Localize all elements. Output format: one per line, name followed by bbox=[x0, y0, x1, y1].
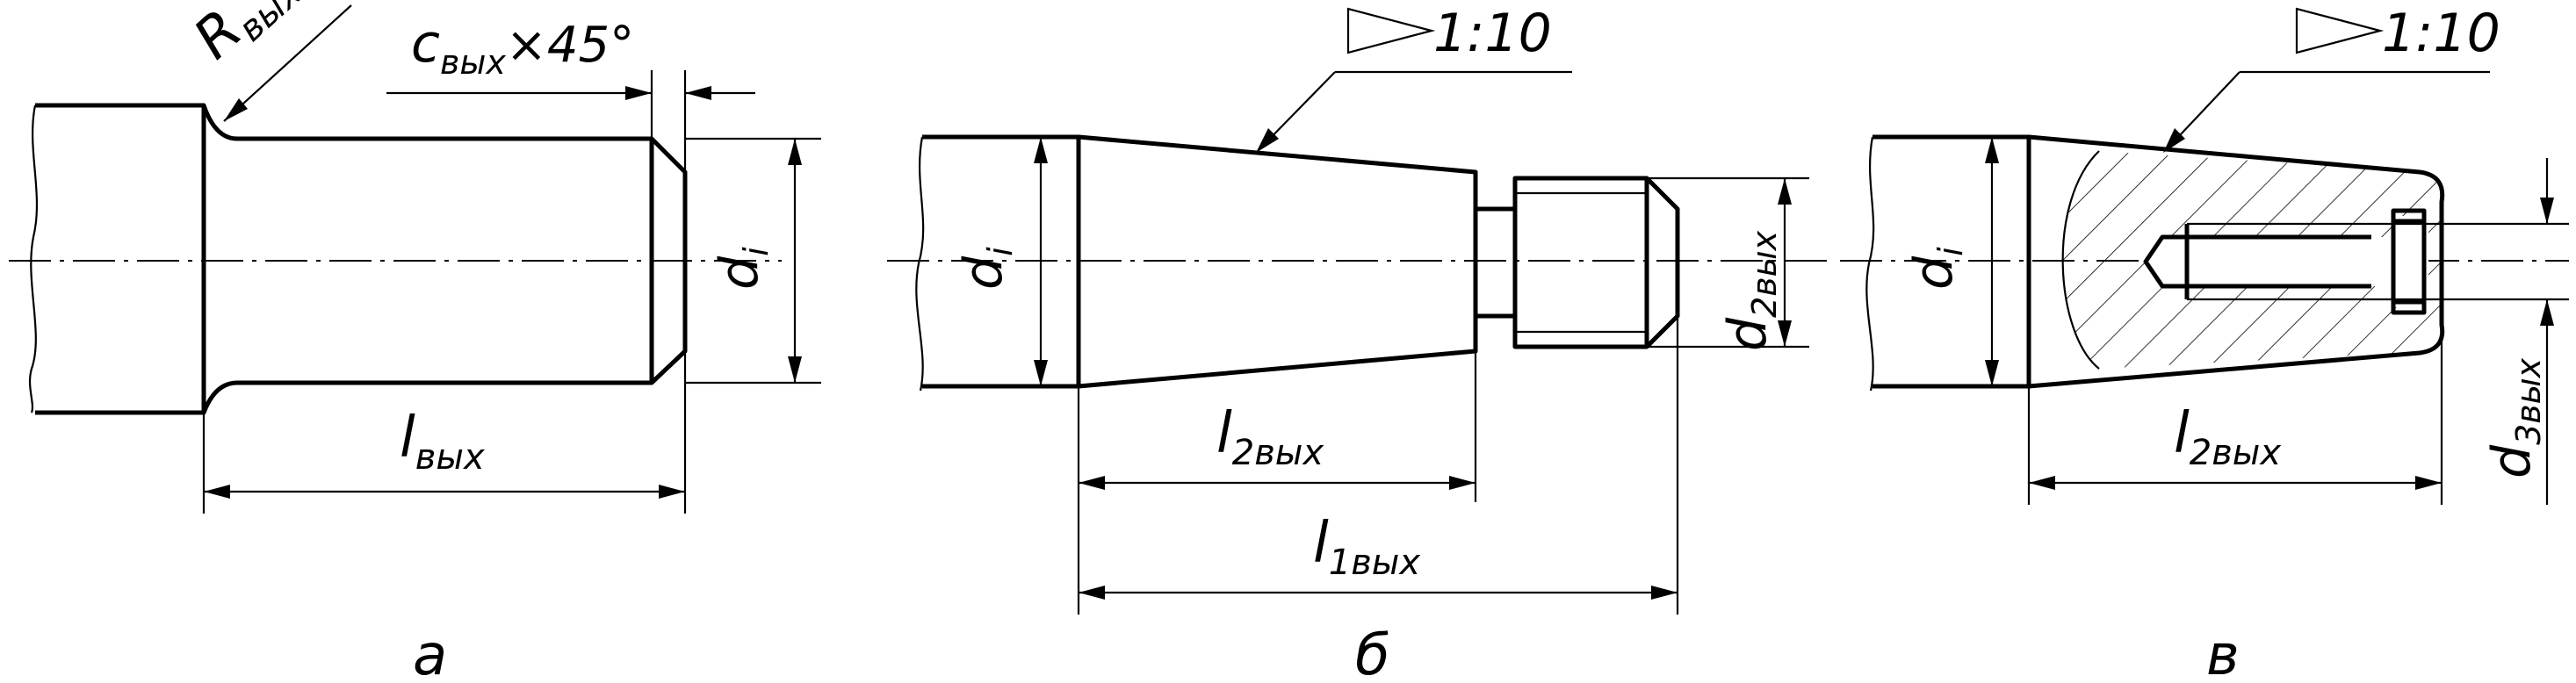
view-c-hole-arrow-bottom bbox=[2540, 299, 2554, 326]
view-a-length-arrow-right bbox=[659, 485, 685, 499]
view-c-caption: в bbox=[2206, 623, 2240, 683]
view-b-conical-shaft-end-threaded: 1:10 di d2вых l2вых bbox=[887, 3, 1831, 683]
view-b-total-length-arrow-right bbox=[1651, 586, 1678, 600]
view-c-break-line bbox=[1865, 136, 1875, 392]
view-b-cone-outline bbox=[1078, 134, 1478, 389]
view-b-taper-label: 1:10 bbox=[1433, 3, 1552, 64]
view-a-radius-label: Rвых bbox=[182, 0, 309, 75]
view-c-taper-symbol bbox=[2295, 7, 2385, 54]
view-a-chamfer-arrow-right bbox=[685, 86, 711, 100]
view-b-base-outline bbox=[922, 134, 1081, 389]
view-a-diameter-arrow-top bbox=[788, 139, 802, 165]
view-b-diameter-arrow-bottom bbox=[1034, 360, 1048, 386]
view-a-length-arrow-left bbox=[204, 485, 230, 499]
view-b-total-length-label: l1вых bbox=[1313, 511, 1420, 583]
view-b-total-length-arrow-left bbox=[1079, 586, 1105, 600]
view-a-shaft-outline bbox=[201, 104, 688, 413]
view-c-counterbore-outline bbox=[2391, 208, 2427, 315]
view-a-caption: а bbox=[413, 623, 447, 683]
view-a-length-label: lвых bbox=[400, 406, 485, 478]
view-c-hole-arrow-top bbox=[2540, 198, 2554, 224]
view-c-diameter-arrow-bottom bbox=[1985, 360, 1999, 386]
view-b-diameter-label: di bbox=[953, 247, 1020, 290]
view-b-neck-outline bbox=[1476, 206, 1518, 319]
view-c-conical-shaft-end-tapped: 1:10 di d3вых l2вых в bbox=[1840, 3, 2569, 683]
view-c-diameter-label: di bbox=[1903, 247, 1970, 290]
view-c-section-boundary bbox=[2061, 150, 2100, 370]
view-b-break-line bbox=[915, 136, 925, 392]
view-c-cone-length-arrow-left bbox=[2029, 476, 2055, 490]
view-c-taper-label: 1:10 bbox=[2382, 3, 2500, 64]
view-a-radius-leader bbox=[223, 4, 352, 122]
view-c-cone-length-label: l2вых bbox=[2174, 401, 2281, 473]
view-a-chamfer-label: cвых×45° bbox=[411, 13, 634, 82]
view-a-shoulder-outline bbox=[35, 103, 206, 415]
view-b-thread-outline bbox=[1512, 176, 1680, 349]
view-a-break-line bbox=[28, 104, 39, 413]
view-b-taper-symbol bbox=[1346, 7, 1436, 54]
view-b-cone-length-label: l2вых bbox=[1216, 401, 1324, 473]
view-b-cone-length-arrow-left bbox=[1079, 476, 1105, 490]
view-b-caption: б bbox=[1355, 623, 1389, 683]
view-b-thread-diameter-label: d2вых bbox=[1717, 230, 1784, 351]
view-c-hole-diameter-label: d3вых bbox=[2481, 357, 2548, 478]
view-a-chamfer-arrow-left bbox=[625, 86, 652, 100]
view-b-thread-arrow-bottom bbox=[1778, 320, 1792, 347]
view-b-cone-length-arrow-right bbox=[1449, 476, 1476, 490]
view-b-thread-arrow-top bbox=[1778, 178, 1792, 205]
view-c-base-outline bbox=[1872, 134, 2031, 389]
view-c-cone-length-arrow-right bbox=[2415, 476, 2442, 490]
view-b-taper-arrow bbox=[1256, 128, 1279, 153]
view-a-cylindrical-shaft-end: Rвых cвых×45° di lвых а bbox=[9, 0, 821, 683]
view-c-hole-outline bbox=[2143, 234, 2371, 289]
view-c-cone-outline bbox=[2028, 134, 2445, 389]
view-a-radius-arrow bbox=[224, 98, 248, 121]
view-a-diameter-label: di bbox=[709, 247, 776, 290]
view-b-diameter-arrow-top bbox=[1034, 137, 1048, 163]
view-c-diameter-arrow-top bbox=[1985, 137, 1999, 163]
view-a-diameter-arrow-bottom bbox=[788, 356, 802, 383]
view-c-taper-arrow bbox=[2163, 128, 2185, 153]
